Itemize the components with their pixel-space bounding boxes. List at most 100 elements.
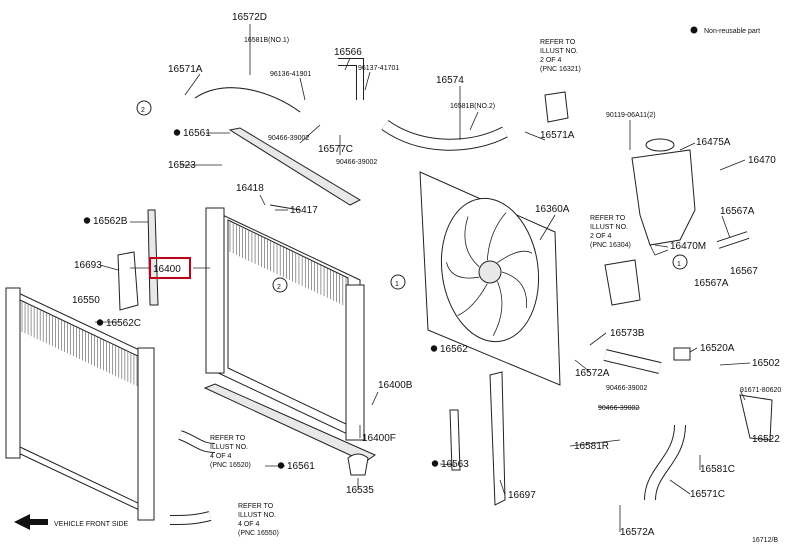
bracket-16693: [117, 251, 139, 311]
part-label-16400B[interactable]: 16400B: [378, 380, 413, 391]
leader-line: [184, 73, 201, 96]
part-label-90466-39002[interactable]: 90466-39002: [598, 405, 639, 412]
water-inlet: [544, 91, 569, 123]
part-label-16563[interactable]: 16563: [441, 459, 469, 470]
leader-line: [364, 71, 371, 91]
part-16400-highlight[interactable]: [149, 257, 191, 279]
leader-line: [597, 406, 641, 409]
leader-line: [719, 362, 751, 366]
condenser: [5, 287, 155, 521]
part-label-16567[interactable]: 16567: [730, 266, 758, 277]
part-label-16572D[interactable]: 16572D: [232, 12, 267, 23]
part-label-96137-41701[interactable]: 96137-41701: [358, 65, 399, 72]
non-reusable-dot-icon: [96, 319, 104, 326]
refer-note-2[interactable]: REFER TO ILLUST NO. 2 OF 4 (PNC 16304): [590, 215, 631, 249]
radiator-cap: [347, 453, 369, 476]
refer-note-4[interactable]: REFER TO ILLUST NO. 4 OF 4 (PNC 16550): [238, 503, 279, 537]
part-label-16562C[interactable]: 16562C: [106, 318, 141, 329]
part-label-16502[interactable]: 16502: [752, 358, 780, 369]
svg-text:(PNC 16321): (PNC 16321): [540, 66, 581, 73]
part-label-16567A[interactable]: 16567A: [720, 206, 755, 217]
circle-refs: 2 2 1 1: [136, 100, 688, 293]
leader-line: [574, 359, 591, 373]
ref-circle-2[interactable]: [136, 100, 152, 116]
part-label-16581B-NO-2-[interactable]: 16581B(NO.2): [450, 103, 495, 110]
part-label-16581R[interactable]: 16581R: [574, 441, 609, 452]
part-label-16697[interactable]: 16697: [508, 490, 536, 501]
part-label-90119-06A11-2-[interactable]: 90119-06A11(2): [606, 112, 656, 119]
radiator: [205, 207, 365, 441]
part-label-16581C[interactable]: 16581C: [700, 464, 735, 475]
leader-line: [499, 479, 506, 496]
svg-text:REFER TO: REFER TO: [540, 39, 576, 46]
part-label-90466-39002[interactable]: 90466-39002: [606, 385, 647, 392]
svg-text:2 OF 4: 2 OF 4: [540, 57, 562, 64]
ref-circle-2b[interactable]: [272, 277, 288, 293]
legend-label: Non-reusable part: [704, 28, 760, 35]
part-label-16417[interactable]: 16417: [290, 205, 318, 216]
bracket-16522: [739, 394, 773, 441]
ref-circle-1-label: 1: [395, 281, 399, 288]
part-label-16520A[interactable]: 16520A: [700, 343, 735, 354]
svg-text:REFER TO: REFER TO: [238, 503, 274, 510]
part-label-16418[interactable]: 16418: [236, 183, 264, 194]
ref-circle-1b[interactable]: [672, 254, 688, 270]
part-label-16574[interactable]: 16574: [436, 75, 464, 86]
leader-line: [739, 389, 746, 401]
part-label-16571A[interactable]: 16571A: [168, 64, 203, 75]
part-label-16522[interactable]: 16522: [752, 434, 780, 445]
part-label-16523[interactable]: 16523: [168, 160, 196, 171]
non-reusable-dot-icon: [430, 345, 438, 352]
svg-text:(PNC 16520): (PNC 16520): [210, 462, 251, 469]
refer-note-3[interactable]: REFER TO ILLUST NO. 4 OF 4 (PNC 16520): [210, 435, 251, 469]
ref-circle-1[interactable]: [390, 274, 406, 290]
svg-text:ILLUST NO.: ILLUST NO.: [540, 48, 578, 55]
svg-text:REFER TO: REFER TO: [590, 215, 626, 222]
part-label-90466-39002[interactable]: 90466-39002: [336, 159, 377, 166]
part-label-16475A[interactable]: 16475A: [696, 137, 731, 148]
bracket-16697: [489, 371, 506, 506]
part-label-16470M[interactable]: 16470M: [670, 241, 706, 252]
part-label-16571C[interactable]: 16571C: [690, 489, 725, 500]
part-label-16470[interactable]: 16470: [748, 155, 776, 166]
part-label-16535[interactable]: 16535: [346, 485, 374, 496]
part-label-16572A[interactable]: 16572A: [620, 527, 655, 538]
part-label-16693[interactable]: 16693: [74, 260, 102, 271]
front-arrow-icon: [14, 514, 48, 530]
part-label-16360A[interactable]: 16360A: [535, 204, 570, 215]
thermo-housing: [604, 259, 641, 306]
non-reusable-dot-icon: [277, 462, 285, 469]
seal-upper: [228, 127, 362, 206]
leader-line: [469, 111, 479, 131]
part-label-16573B[interactable]: 16573B: [610, 328, 645, 339]
leader-line: [99, 264, 119, 271]
part-label-16571A[interactable]: 16571A: [540, 130, 575, 141]
part-label-16561[interactable]: 16561: [183, 128, 211, 139]
refer-note-1[interactable]: REFER TO ILLUST NO. 2 OF 4 (PNC 16321): [540, 39, 581, 73]
svg-text:ILLUST NO.: ILLUST NO.: [590, 224, 628, 231]
part-label-16572A[interactable]: 16572A: [575, 368, 610, 379]
part-label-16562B[interactable]: 16562B: [93, 216, 128, 227]
front-side-label: VEHICLE FRONT SIDE: [54, 521, 128, 528]
part-label-16561[interactable]: 16561: [287, 461, 315, 472]
part-label-91671-80620[interactable]: 91671-80620: [740, 387, 781, 394]
fan-blades: [446, 212, 533, 337]
part-label-16562[interactable]: 16562: [440, 344, 468, 355]
part-label-90466-39002[interactable]: 90466-39002: [268, 135, 309, 142]
leader-line: [371, 391, 379, 406]
part-label-16566[interactable]: 16566: [334, 47, 362, 58]
legend: Non-reusable part: [690, 26, 760, 35]
part-label-16400[interactable]: 16400: [153, 264, 181, 275]
part-label-96136-41901[interactable]: 96136-41901: [270, 71, 311, 78]
leader-line: [299, 77, 306, 101]
leader-line: [259, 194, 266, 206]
part-label-16567A[interactable]: 16567A: [694, 278, 729, 289]
leader-line: [589, 332, 607, 346]
fan-blade: [501, 271, 527, 309]
part-label-16577C[interactable]: 16577C: [318, 144, 353, 155]
part-label-16581B-NO-1-[interactable]: 16581B(NO.1): [244, 37, 289, 44]
part-label-16550[interactable]: 16550: [72, 295, 100, 306]
part-label-16400F[interactable]: 16400F: [362, 433, 396, 444]
fan-blade: [446, 262, 480, 279]
